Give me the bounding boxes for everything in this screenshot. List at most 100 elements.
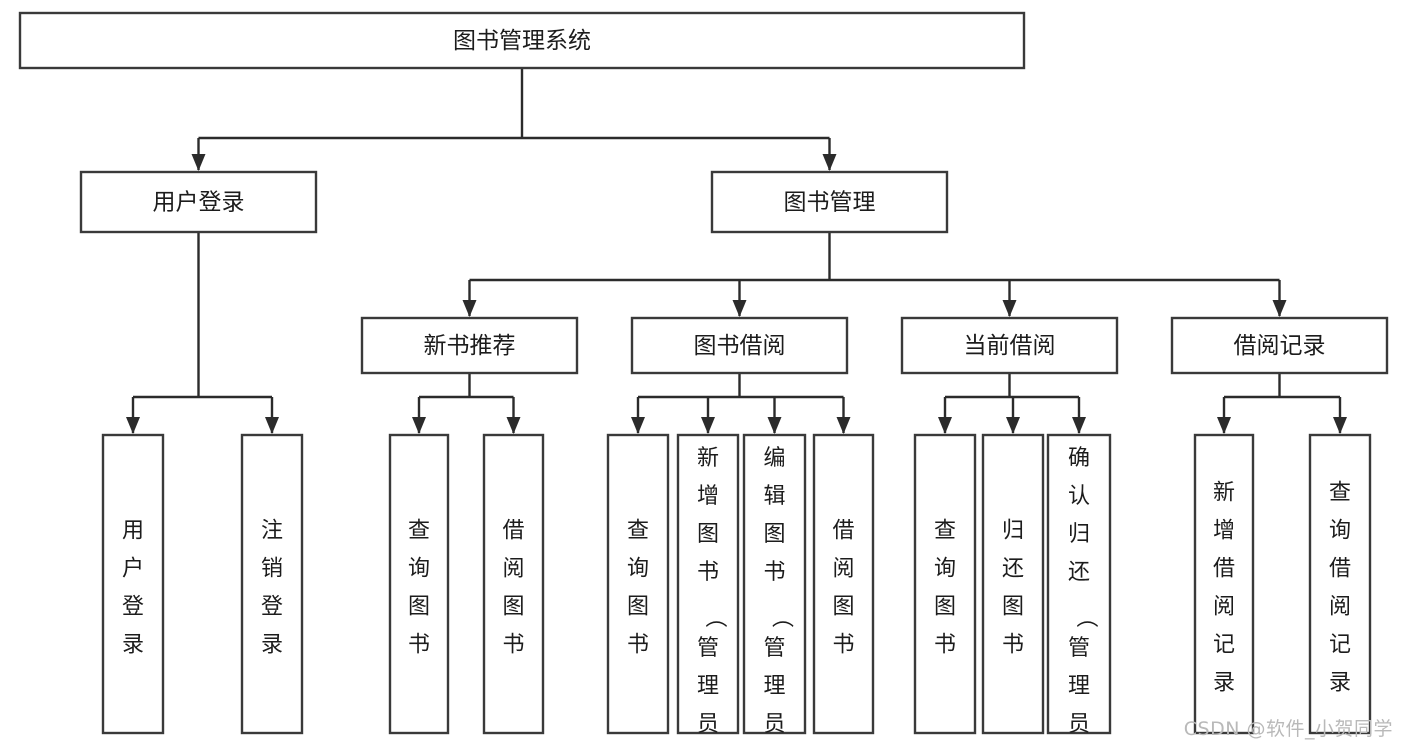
node-label-char: 图 (832, 595, 854, 620)
node-level3-0[interactable]: 新书推荐 (360, 316, 579, 375)
arrow-head-icon (1333, 417, 1347, 434)
node-label-char: 图 (697, 522, 719, 547)
node-label-char: 图 (934, 595, 956, 620)
node-label-char: （ (702, 606, 727, 628)
node-label-char: 记 (1213, 633, 1235, 658)
node-label-char: 图 (408, 595, 430, 620)
node-label: 图书管理系统 (453, 28, 591, 54)
node-label-char: 书 (697, 560, 719, 585)
node-label: 图书管理 (784, 190, 876, 216)
node-level3-1[interactable]: 图书借阅 (630, 316, 849, 375)
node-label-char: 管 (1068, 636, 1090, 661)
node-box[interactable] (1046, 433, 1112, 735)
node-label-char: （ (769, 606, 794, 628)
arrow-head-icon (1006, 417, 1020, 434)
arrow-head-icon (767, 417, 782, 434)
node-label-char: 编 (763, 446, 785, 471)
node-label-char: 新 (697, 446, 719, 471)
node-box[interactable] (676, 433, 740, 735)
node-box[interactable] (900, 316, 1119, 375)
node-label-char: 员 (763, 712, 785, 737)
node-box[interactable] (1308, 433, 1372, 735)
arrow-head-icon (631, 417, 645, 434)
node-label-char: 注 (261, 519, 283, 544)
node-label: 借阅记录 (1234, 333, 1326, 359)
node-level2-1[interactable]: 图书管理 (710, 170, 949, 234)
node-label-char: 还 (1002, 557, 1024, 582)
node-label-char: 询 (934, 557, 956, 582)
node-level2-0[interactable]: 用户登录 (79, 170, 318, 234)
node-box[interactable] (913, 433, 977, 735)
node-label-char: 户 (122, 557, 144, 582)
node-box[interactable] (742, 433, 807, 735)
node-box[interactable] (1193, 433, 1255, 735)
arrow-head-icon (822, 154, 837, 171)
node-label-char: 管 (763, 636, 785, 661)
node-box[interactable] (606, 433, 670, 735)
node-level3-3[interactable]: 借阅记录 (1170, 316, 1389, 375)
node-box[interactable] (812, 433, 875, 735)
node-label-char: 阅 (502, 557, 524, 582)
node-label-char: 图 (1002, 595, 1024, 620)
arrow-head-icon (732, 300, 747, 317)
node-box[interactable] (240, 433, 304, 735)
node-level3-2[interactable]: 当前借阅 (900, 316, 1119, 375)
node-label-char: 录 (122, 633, 144, 658)
node-label-char: 借 (1329, 557, 1351, 582)
arrow-head-icon (836, 417, 851, 434)
node-label-char: 录 (261, 633, 283, 658)
node-label-char: 新 (1213, 481, 1235, 506)
node-label-char: 借 (832, 519, 854, 544)
node-box[interactable] (630, 316, 849, 375)
node-box[interactable] (101, 433, 165, 735)
node-label: 用户登录 (153, 190, 245, 216)
arrow-head-icon (412, 417, 426, 434)
node-label-char: 员 (1068, 712, 1090, 737)
node-label-char: 书 (1002, 633, 1024, 658)
node-label-char: 图 (502, 595, 524, 620)
node-label-char: 查 (1329, 481, 1351, 506)
arrow-head-icon (462, 300, 477, 317)
node-box[interactable] (388, 433, 450, 735)
node-label-char: 录 (1329, 671, 1351, 696)
node-box[interactable] (79, 170, 318, 234)
arrow-head-icon (1002, 300, 1017, 317)
node-box[interactable] (981, 433, 1045, 735)
arrow-head-icon (701, 417, 715, 434)
node-box[interactable] (360, 316, 579, 375)
node-label-char: 员 (697, 712, 719, 737)
node-label-char: 录 (1213, 671, 1235, 696)
node-label-char: 书 (408, 633, 430, 658)
node-box[interactable] (18, 11, 1026, 70)
node-label-char: 确 (1068, 446, 1090, 471)
node-label-char: 记 (1329, 633, 1351, 658)
node-box[interactable] (1170, 316, 1389, 375)
node-label-char: 登 (261, 595, 283, 620)
node-box[interactable] (710, 170, 949, 234)
node-leaf-0[interactable]: 用户登录 (101, 433, 165, 735)
node-label-char: 询 (1329, 519, 1351, 544)
connector-lines (126, 68, 1347, 434)
node-label-char: 认 (1068, 484, 1090, 509)
node-label-char: 理 (763, 674, 785, 699)
node-root-system[interactable]: 图书管理系统 (18, 11, 1026, 70)
node-label-char: 书 (832, 633, 854, 658)
arrow-head-icon (1217, 417, 1231, 434)
node-label-char: 理 (697, 674, 719, 699)
arrow-head-icon (1272, 300, 1287, 317)
arrow-head-icon (506, 417, 521, 434)
node-box[interactable] (482, 433, 545, 735)
arrow-head-icon (1072, 417, 1086, 434)
